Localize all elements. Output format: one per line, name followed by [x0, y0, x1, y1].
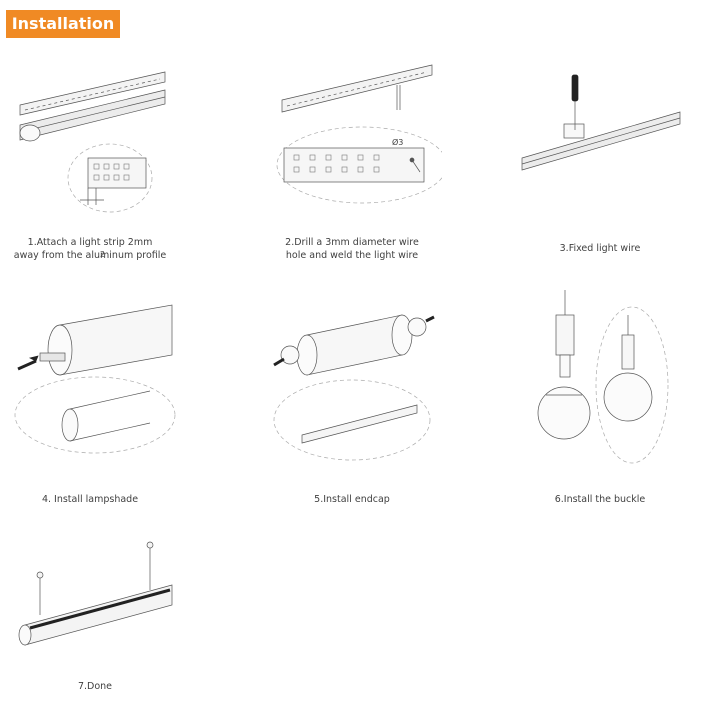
step-2-caption: 2.Drill a 3mm diameter wire hole and wel…	[285, 237, 419, 261]
step-3-caption: 3.Fixed light wire	[559, 243, 641, 254]
step-6: 6.Install the buckle	[510, 285, 690, 505]
step-4-caption: 4. Install lampshade	[41, 494, 139, 505]
step-5-caption: 5.Install endcap	[314, 494, 390, 505]
step-3: 3.Fixed light wire	[510, 60, 690, 270]
step-5-illustration	[273, 314, 435, 461]
step-2-illustration	[276, 64, 442, 204]
step-7: 7.Done	[0, 540, 190, 700]
step-2-dimension-label: Ø3	[392, 138, 404, 147]
step-4: 4. Install lampshade	[0, 295, 180, 505]
step-3-illustration	[521, 74, 681, 171]
step-1: 2 1.Attach a light strip 2mm away from t…	[0, 60, 180, 270]
step-7-illustration	[18, 541, 173, 646]
step-1-dimension-label: 2	[100, 250, 106, 259]
step-5: 5.Install endcap	[262, 295, 442, 505]
step-6-illustration	[537, 290, 669, 464]
step-7-caption: 7.Done	[77, 681, 113, 692]
section-title: Installation	[6, 10, 120, 38]
step-2: Ø3 2.Drill a 3mm diameter wire hole and …	[262, 60, 442, 270]
step-1-caption: 1.Attach a light strip 2mm away from the…	[13, 237, 167, 261]
step-6-caption: 6.Install the buckle	[554, 494, 646, 505]
step-1-illustration	[19, 71, 166, 213]
step-4-illustration	[14, 304, 176, 454]
